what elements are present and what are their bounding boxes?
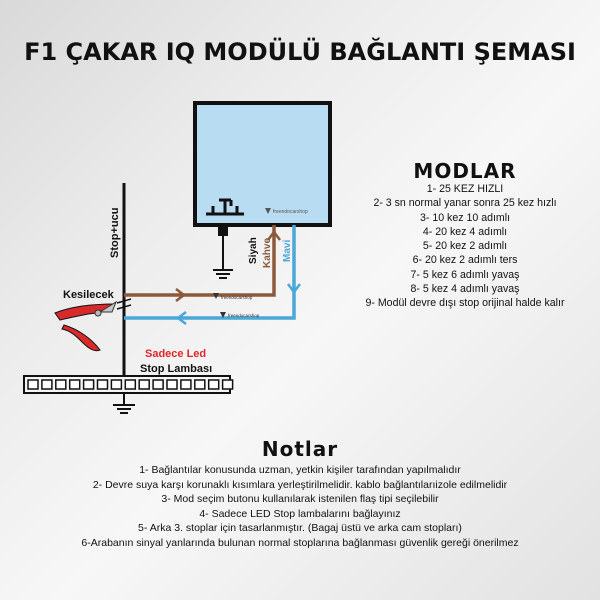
led-cell bbox=[82, 379, 95, 390]
led-cell bbox=[166, 379, 178, 390]
ground-icon-lamp bbox=[113, 393, 135, 414]
svg-text:freendocarshop: freendocarshop bbox=[228, 313, 260, 318]
note-item: 2- Devre suya karşı korunaklı kısımlara … bbox=[92, 478, 508, 491]
mode-item: 4- 20 kez 4 adımlı bbox=[422, 225, 508, 238]
led-cell bbox=[194, 379, 206, 390]
led-cell bbox=[180, 379, 192, 390]
mode-item: 2- 3 sn normal yanar sonra 25 kez hızlı bbox=[373, 197, 557, 210]
modes-list: 1- 25 KEZ HIZLI 2- 3 sn normal yanar son… bbox=[340, 182, 590, 311]
arrow-icon bbox=[175, 288, 187, 302]
led-cell bbox=[138, 379, 150, 390]
led-cell bbox=[68, 379, 81, 390]
led-only-label: Sadece Led bbox=[145, 348, 206, 360]
mode-item: 7- 5 kez 6 adımlı yavaş bbox=[410, 268, 520, 281]
notes-panel: Notlar 1- Bağlantılar konusunda uzman, y… bbox=[0, 438, 600, 551]
led-cell bbox=[41, 379, 53, 390]
brown-wire: freendocarshop bbox=[124, 225, 281, 302]
led-cell bbox=[207, 379, 220, 390]
blue-wire: freendocarshop bbox=[124, 225, 301, 325]
mode-item: 9- Modül devre dışı stop orijinal halde … bbox=[365, 297, 565, 310]
led-cell bbox=[27, 379, 39, 390]
led-cell bbox=[55, 379, 67, 390]
watermark-icon: freendocarshop bbox=[265, 208, 308, 215]
led-stop-lamp bbox=[23, 375, 234, 394]
cut-label: Kesilecek bbox=[63, 289, 115, 301]
black-wire-label: Siyah bbox=[248, 237, 259, 264]
arrow-icon bbox=[267, 229, 281, 241]
stop-lamp-label: Stop Lambası bbox=[140, 363, 212, 375]
modes-heading: MODLAR bbox=[413, 159, 517, 183]
page-title: F1 ÇAKAR IQ MODÜLÜ BAĞLANTI ŞEMASI bbox=[24, 38, 576, 66]
mode-item: 3- 10 kez 10 adımlı bbox=[419, 211, 511, 224]
mode-item: 6- 20 kez 2 adımlı ters bbox=[412, 254, 518, 267]
blue-wire-label: Mavi bbox=[282, 240, 293, 262]
brown-wire-label: Kahve bbox=[262, 238, 273, 268]
note-item: 6-Arabanın sinyal yanlarında bulunan nor… bbox=[81, 536, 519, 549]
note-item: 4- Sadece LED Stop lambalarını bağlayını… bbox=[199, 507, 401, 520]
svg-text:freendocarshop: freendocarshop bbox=[221, 295, 253, 300]
led-cell bbox=[152, 379, 164, 390]
module-box bbox=[193, 101, 332, 227]
svg-text:freendocarshop: freendocarshop bbox=[273, 209, 308, 215]
notes-list: 1- Bağlantılar konusunda uzman, yetkin k… bbox=[0, 463, 600, 551]
modes-panel: MODLAR 1- 25 KEZ HIZLI 2- 3 sn normal ya… bbox=[340, 160, 590, 311]
notes-heading: Notlar bbox=[261, 437, 339, 461]
led-cell bbox=[110, 379, 123, 390]
stop-plus-label: Stop+ucu bbox=[109, 208, 121, 258]
led-cell bbox=[221, 379, 234, 390]
note-item: 1- Bağlantılar konusunda uzman, yetkin k… bbox=[139, 464, 461, 476]
note-item: 3- Mod seçim butonu kullanılarak istenil… bbox=[161, 493, 439, 506]
led-cell bbox=[124, 379, 137, 390]
push-button-icon[interactable] bbox=[206, 198, 244, 216]
led-cell bbox=[96, 379, 109, 390]
ground-icon-module bbox=[213, 269, 233, 279]
mode-item: 1- 25 KEZ HIZLI bbox=[426, 183, 504, 195]
wire-cutter-icon bbox=[54, 300, 118, 352]
arrow-icon bbox=[287, 283, 301, 295]
note-item: 5- Arka 3. stoplar için tasarlanmıştır. … bbox=[138, 522, 462, 535]
black-wire bbox=[213, 224, 233, 279]
mode-item: 5- 20 kez 2 adımlı bbox=[422, 240, 508, 253]
arrow-icon bbox=[175, 311, 187, 325]
cut-mark-icon bbox=[116, 298, 132, 310]
mode-item: 8- 5 kez 4 adımlı yavaş bbox=[410, 283, 520, 296]
